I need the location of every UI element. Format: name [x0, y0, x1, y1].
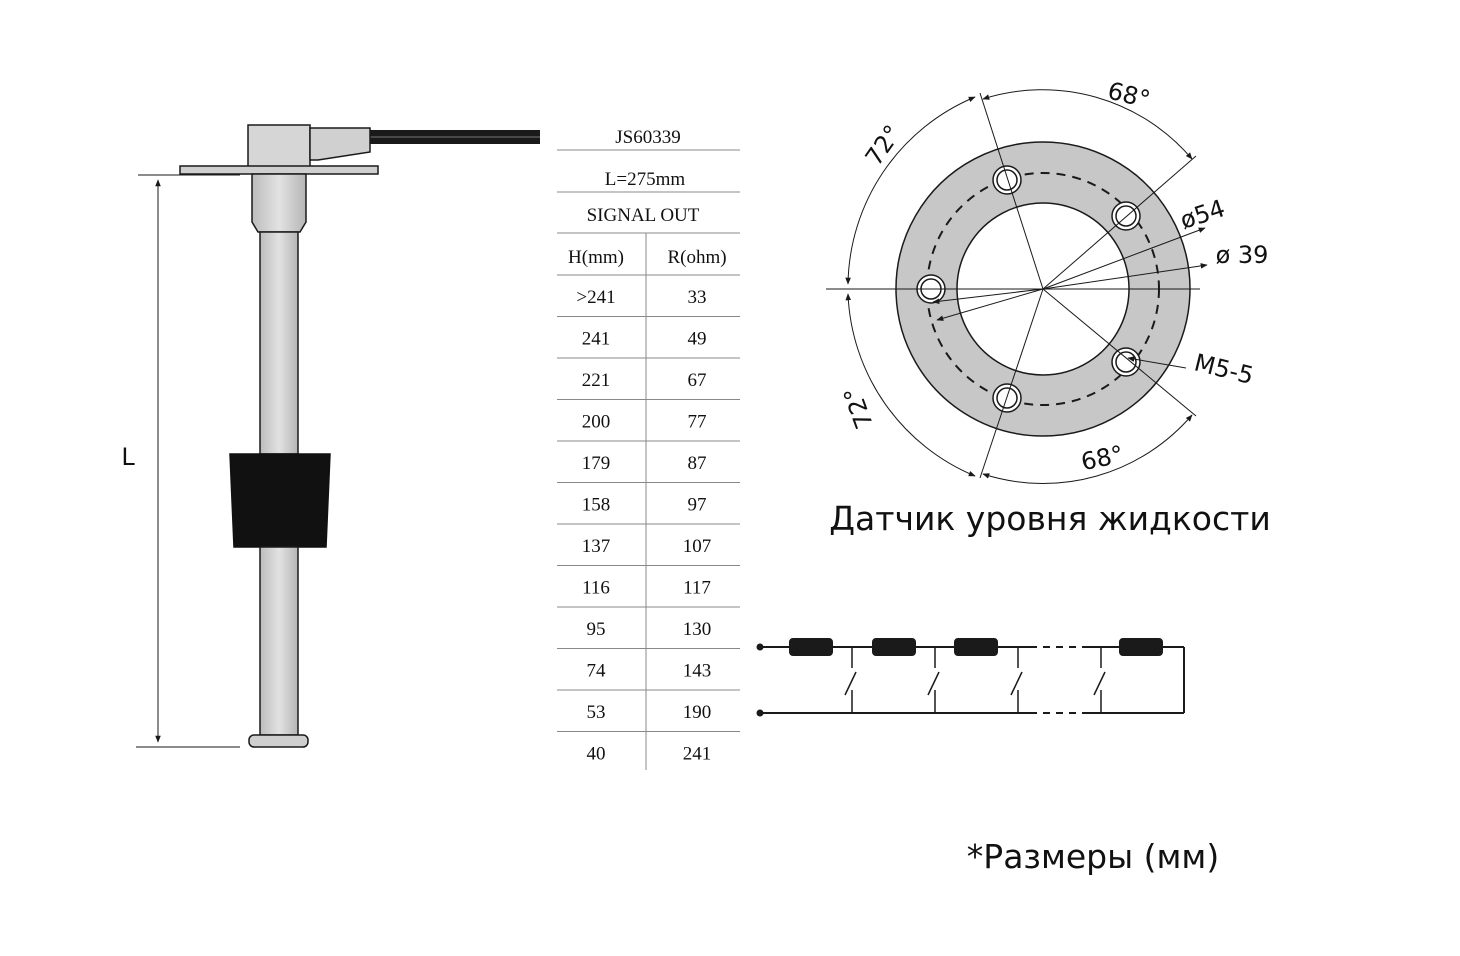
table-cell-height: 221: [582, 370, 611, 391]
table-cell-height: 53: [587, 702, 606, 723]
column-header-resistance: R(ohm): [667, 247, 726, 268]
table-cell-height: 40: [587, 744, 606, 765]
reed-switch: [1010, 647, 1023, 713]
table-cell-resistance: 117: [683, 578, 711, 599]
table-cell-height: 241: [582, 329, 611, 350]
outer-diameter-label: ø54: [1177, 194, 1229, 235]
table-cell-resistance: 241: [683, 744, 712, 765]
sensor-drawing: [136, 124, 540, 748]
table-cell-resistance: 49: [688, 329, 707, 350]
float: [229, 453, 331, 548]
flange-view: [826, 89, 1208, 484]
model-number: JS60339: [615, 127, 680, 148]
table-cell-resistance: 107: [683, 536, 712, 557]
table-cell-height: 158: [582, 495, 611, 516]
table-cell-height: 95: [587, 619, 606, 640]
table-cell-resistance: 190: [683, 702, 712, 723]
table-cell-resistance: 87: [688, 453, 707, 474]
resistor: [872, 638, 916, 656]
table-cell-height: 116: [582, 578, 610, 599]
length-label: L: [121, 443, 135, 471]
screw-label: M5-5: [1191, 348, 1256, 390]
angle-label-top-left: 72°: [860, 120, 907, 171]
circuit-schematic: [756, 638, 1185, 717]
resistor: [789, 638, 833, 656]
table-cell-height: 74: [587, 661, 607, 682]
table-cell-height: 137: [582, 536, 611, 557]
sensor-tube-upper: [259, 231, 299, 455]
table-cell-resistance: 143: [683, 661, 712, 682]
resistor: [1119, 638, 1163, 656]
inner-diameter-label: ø 39: [1216, 241, 1269, 269]
reed-switch: [927, 647, 940, 713]
sensor-neck: [251, 173, 307, 233]
table-cell-resistance: 97: [688, 495, 707, 516]
table-cell-resistance: 77: [688, 412, 707, 433]
sensor-tube-lower: [259, 546, 299, 736]
table-cell-height: 179: [582, 453, 611, 474]
resistor: [954, 638, 998, 656]
signal-label: SIGNAL OUT: [587, 205, 700, 226]
table-rows: >241 33 241 49 221 67 200 77 179 87 158 97 137 107 116…: [576, 287, 711, 765]
angle-label-bottom-left: 72°: [838, 383, 879, 433]
table-cell-resistance: 67: [688, 370, 707, 391]
angle-label-top-right: 68°: [1105, 77, 1153, 114]
length-spec: L=275mm: [605, 169, 686, 190]
table-cell-resistance: 130: [683, 619, 712, 640]
table-cell-height: 200: [582, 412, 611, 433]
connector-head: [247, 124, 311, 171]
mounting-flange: [179, 165, 379, 175]
reed-switch: [844, 647, 857, 713]
table-cell-resistance: 33: [688, 287, 707, 308]
reed-switch: [1093, 647, 1106, 713]
spec-table: [557, 149, 740, 770]
table-cell-height: >241: [576, 287, 615, 308]
end-cap: [248, 734, 309, 748]
footnote: *Размеры (мм): [967, 837, 1219, 876]
column-header-height: H(mm): [568, 247, 624, 268]
angle-label-bottom-right: 68°: [1079, 440, 1126, 476]
caption: Датчик уровня жидкости: [829, 499, 1271, 538]
